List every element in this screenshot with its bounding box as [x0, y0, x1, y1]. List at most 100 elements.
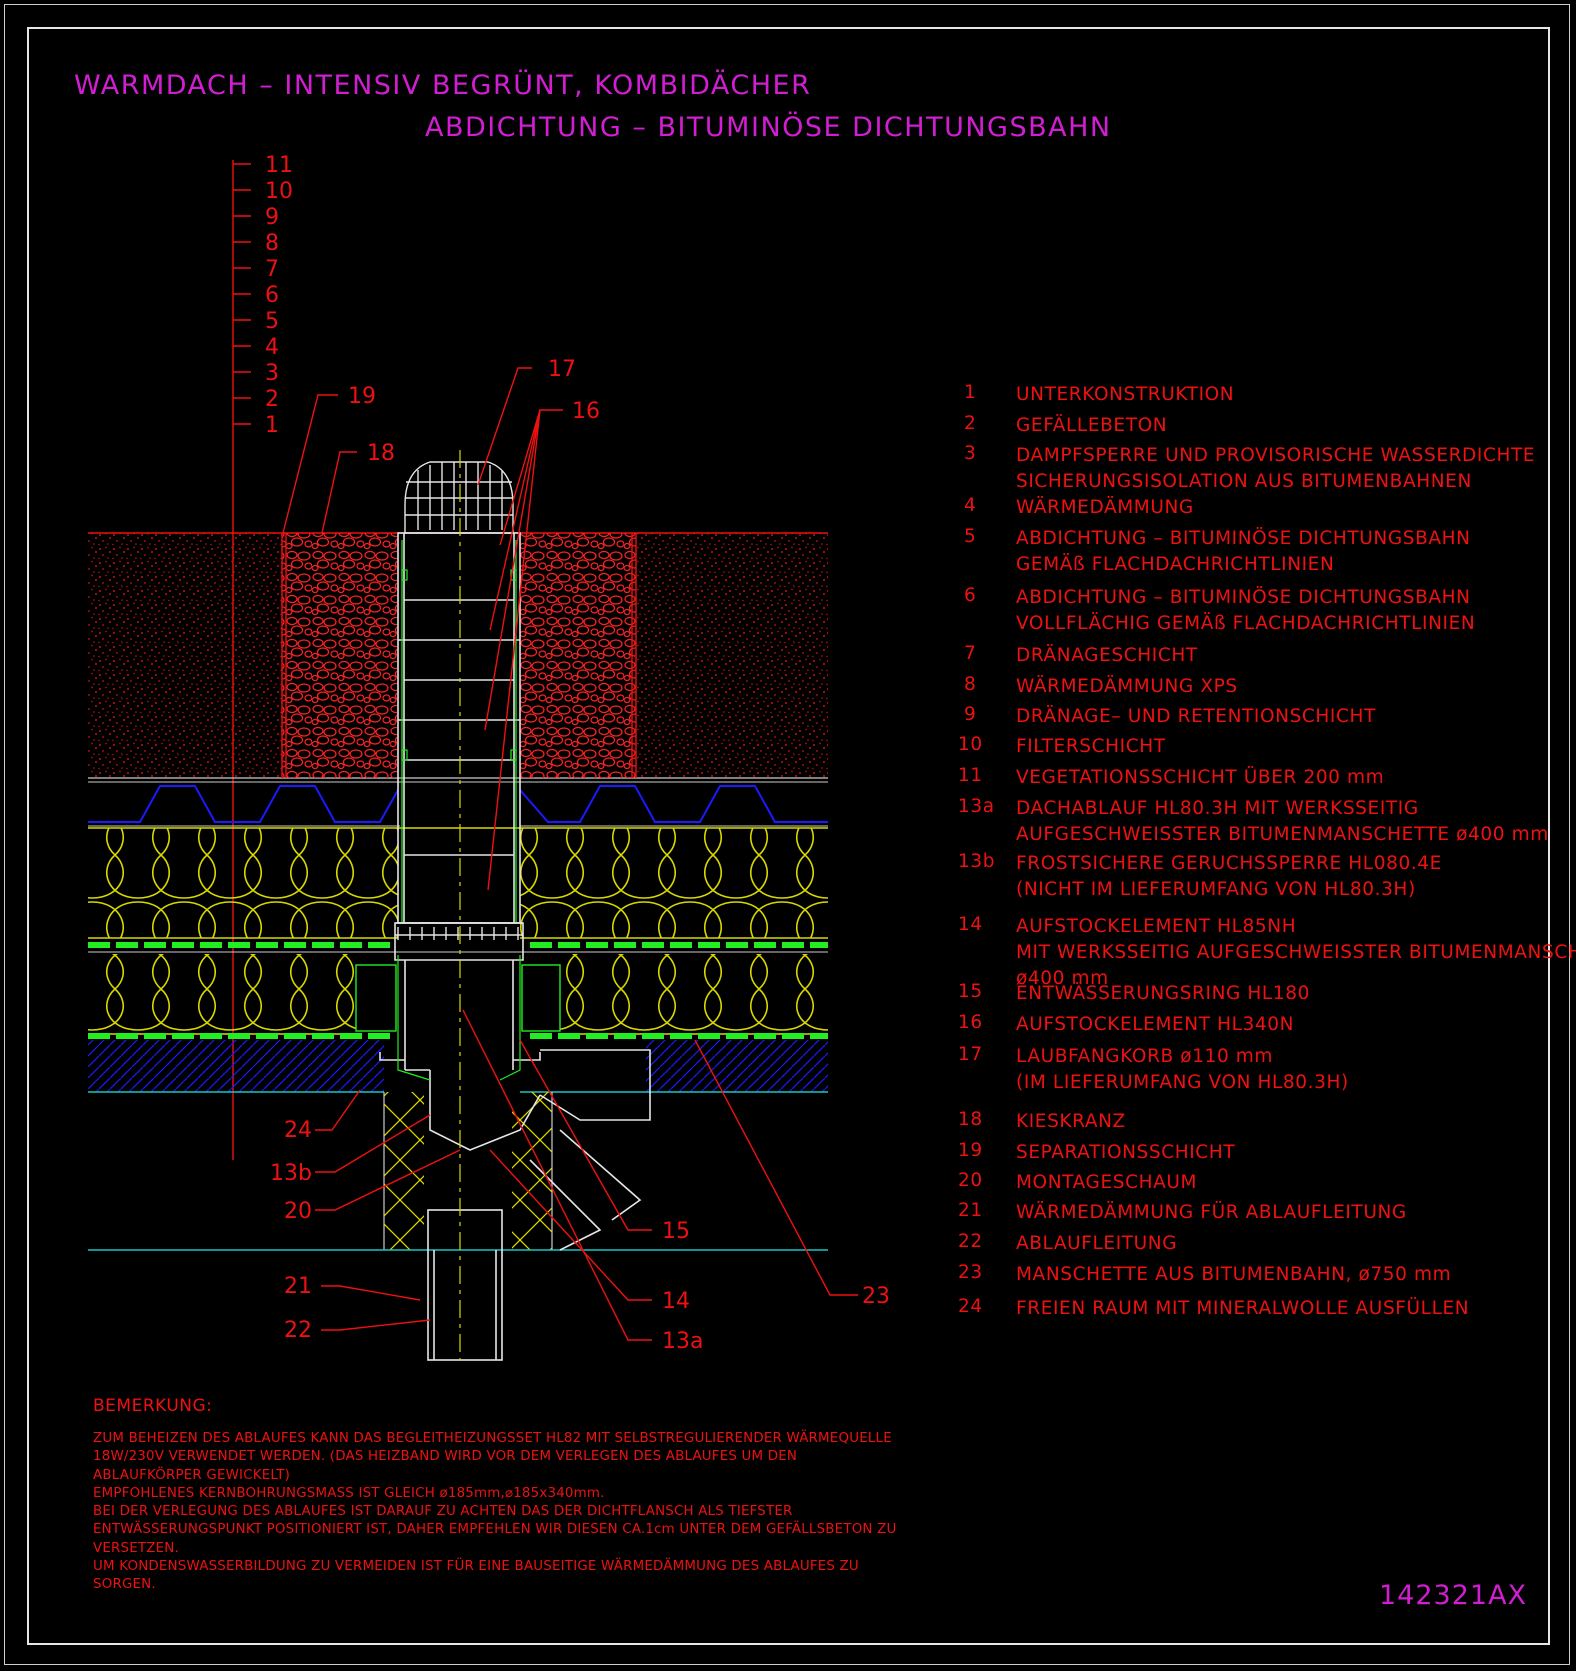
remark-line: UM KONDENSWASSERBILDUNG ZU VERMEIDEN IST… [93, 1559, 859, 1575]
legend-number: 24 [958, 1296, 983, 1317]
legend-text: FROSTSICHERE GERUCHSSPERRE HL080.4E(NICH… [1016, 851, 1442, 903]
legend-number: 21 [958, 1200, 983, 1221]
callout-22: 22 [284, 1318, 312, 1343]
drainage-ring [395, 922, 523, 940]
legend-number: 18 [958, 1109, 983, 1130]
callout-20: 20 [284, 1199, 312, 1224]
callout-19: 19 [348, 384, 376, 409]
legend-text: DRÄNAGESCHICHT [1016, 643, 1198, 669]
legend-line: DRÄNAGE– UND RETENTIONSCHICHT [1016, 706, 1376, 727]
legend-number: 20 [958, 1170, 983, 1191]
callout-14: 14 [662, 1289, 690, 1314]
scale-label: 1 [265, 413, 279, 438]
legend-line: GEFÄLLEBETON [1016, 415, 1168, 436]
scale-label: 7 [265, 257, 279, 282]
callout-24: 24 [284, 1118, 312, 1143]
legend-text: FREIEN RAUM MIT MINERALWOLLE AUSFÜLLEN [1016, 1296, 1469, 1322]
title-line-2: ABDICHTUNG – BITUMINÖSE DICHTUNGSBAHN [425, 112, 1112, 143]
legend-text: MANSCHETTE AUS BITUMENBAHN, ø750 mm [1016, 1262, 1451, 1288]
legend-number: 4 [964, 495, 977, 516]
scale-label: 11 [265, 153, 293, 178]
remark-line: 18W/230V VERWENDET WERDEN. (DAS HEIZBAND… [93, 1449, 798, 1465]
gravel-ring [281, 533, 637, 778]
outer-frame [4, 4, 1570, 1665]
legend-text: WÄRMEDÄMMUNG FÜR ABLAUFLEITUNG [1016, 1200, 1407, 1226]
legend-line: VOLLFLÄCHIG GEMÄß FLACHDACHRICHTLINIEN [1016, 613, 1476, 634]
legend-line: FILTERSCHICHT [1016, 736, 1166, 757]
legend-line: DRÄNAGESCHICHT [1016, 645, 1198, 666]
vegetation-layer [88, 532, 828, 779]
legend-number: 15 [958, 981, 983, 1002]
legend-line: KIESKRANZ [1016, 1111, 1126, 1132]
legend-line: DAMPFSPERRE UND PROVISORISCHE WASSERDICH… [1016, 445, 1536, 466]
legend-line: MONTAGESCHAUM [1016, 1172, 1198, 1193]
legend-number: 16 [958, 1012, 983, 1033]
legend-number: 2 [964, 413, 977, 434]
drawing-number: 142321AX [1379, 1580, 1528, 1611]
callout-13b: 13b [270, 1161, 312, 1186]
callout-21: 21 [284, 1274, 312, 1299]
legend-line: AUFSTOCKELEMENT HL340N [1016, 1014, 1295, 1035]
legend-line: ENTWÄSSERUNGSRING HL180 [1016, 983, 1310, 1004]
legend-number: 11 [958, 765, 983, 786]
legend-number: 5 [964, 526, 977, 547]
legend-number: 3 [964, 443, 977, 464]
remark-line: SORGEN. [93, 1577, 156, 1593]
legend-number: 10 [958, 734, 983, 755]
legend-text: SEPARATIONSSCHICHT [1016, 1140, 1235, 1166]
remark-line: ENTWÄSSERUNGSPUNKT POSITIONIERT IST, DAH… [93, 1522, 897, 1538]
legend-line: ABDICHTUNG – BITUMINÖSE DICHTUNGSBAHN [1016, 528, 1471, 549]
legend-number: 1 [964, 382, 977, 403]
core-bore [88, 1092, 828, 1251]
legend-number: 6 [964, 585, 977, 606]
legend-line: UNTERKONSTRUKTION [1016, 384, 1235, 405]
remarks-body: ZUM BEHEIZEN DES ABLAUFES KANN DAS BEGLE… [93, 1430, 953, 1595]
legend-line: MANSCHETTE AUS BITUMENBAHN, ø750 mm [1016, 1264, 1452, 1285]
legend-text: DAMPFSPERRE UND PROVISORISCHE WASSERDICH… [1016, 443, 1535, 495]
callout-15: 15 [662, 1219, 690, 1244]
legend-line: WÄRMEDÄMMUNG FÜR ABLAUFLEITUNG [1016, 1202, 1407, 1223]
legend-line: GEMÄß FLACHDACHRICHTLINIEN [1016, 554, 1335, 575]
callout-23: 23 [862, 1284, 890, 1309]
scale-label: 4 [265, 335, 279, 360]
legend-line: WÄRMEDÄMMUNG [1016, 497, 1194, 518]
sloping-concrete [88, 1040, 828, 1093]
legend-line: DACHABLAUF HL80.3H MIT WERKSSEITIG [1016, 798, 1419, 819]
legend-number: 13b [958, 851, 996, 872]
thermal-insulation [88, 954, 828, 1035]
legend-text: UNTERKONSTRUKTION [1016, 382, 1234, 408]
legend-line: AUFSTOCKELEMENT HL85NH [1016, 916, 1297, 937]
legend-text: ABDICHTUNG – BITUMINÖSE DICHTUNGSBAHN GEM… [1016, 526, 1471, 578]
scale-label: 8 [265, 231, 279, 256]
scale-label: 6 [265, 283, 279, 308]
legend-line: (NICHT IM LIEFERUMFANG VON HL80.3H) [1016, 879, 1416, 900]
legend-number: 14 [958, 914, 983, 935]
leader-lines [282, 367, 858, 1341]
upper-membrane [88, 942, 828, 953]
scale-label: 3 [265, 361, 279, 386]
drain-riser [379, 532, 651, 1361]
drainage-layer [88, 781, 828, 827]
legend-number: 22 [958, 1231, 983, 1252]
legend-text: GEFÄLLEBETON [1016, 413, 1167, 439]
legend-line: SEPARATIONSSCHICHT [1016, 1142, 1236, 1163]
legend-line: ø400 mm [1016, 968, 1109, 989]
remark-line: BEI DER VERLEGUNG DES ABLAUFES IST DARAU… [93, 1504, 793, 1520]
legend-number: 23 [958, 1262, 983, 1283]
legend-text: MONTAGESCHAUM [1016, 1170, 1197, 1196]
legend-line: MIT WERKSSEITIG AUFGESCHWEISSTER BITUMEN… [1016, 942, 1576, 963]
scale-label: 9 [265, 205, 279, 230]
drain-body [397, 540, 521, 1081]
legend-number: 8 [964, 674, 977, 695]
legend-line: FREIEN RAUM MIT MINERALWOLLE AUSFÜLLEN [1016, 1298, 1470, 1319]
leaf-guard [404, 461, 514, 534]
callout-16: 16 [572, 399, 600, 424]
remark-line: ZUM BEHEIZEN DES ABLAUFES KANN DAS BEGLE… [93, 1431, 892, 1446]
xps-insulation [88, 827, 828, 939]
title-line-1: WARMDACH – INTENSIV BEGRÜNT, KOMBIDÄCHER [74, 70, 812, 101]
callout-labels: 17 16 19 18 24 13b 20 21 22 15 14 13a 23 [270, 357, 890, 1354]
